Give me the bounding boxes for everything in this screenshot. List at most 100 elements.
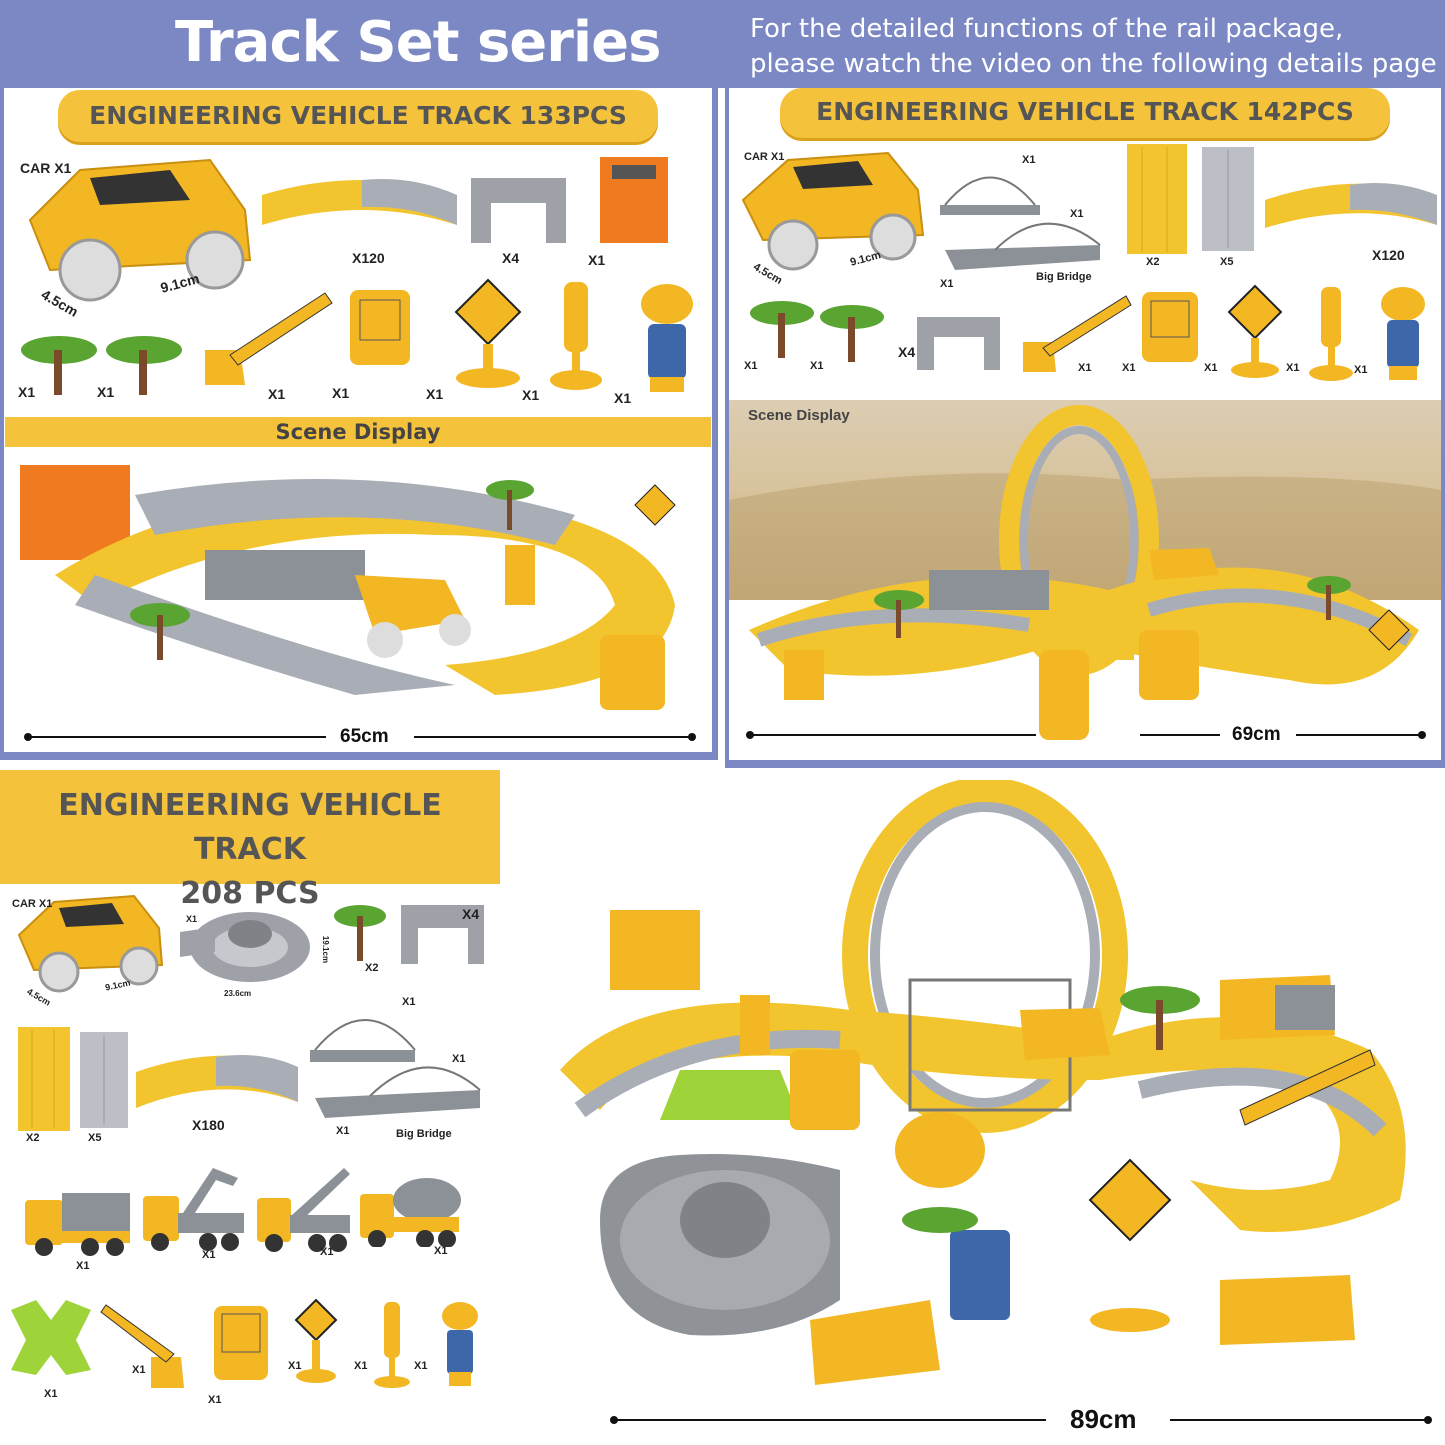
scene-133-image	[20, 465, 676, 710]
palm-trees-image	[21, 336, 182, 395]
measure-dot	[1418, 731, 1426, 739]
header-note-line-2: please watch the video on the following …	[750, 49, 1437, 79]
measure-line-left-133	[28, 736, 326, 738]
barrier-qty: X1	[1078, 362, 1092, 374]
panel-208-title-line-2: 208 PCS	[180, 876, 320, 911]
turntable-width-label: 23.6cm	[224, 989, 252, 998]
bridge-top-qty: X1	[1022, 154, 1036, 166]
toy-car-image	[741, 151, 925, 271]
scene-display-bar: Scene Display	[5, 417, 711, 447]
light-qty: X1	[354, 1360, 368, 1372]
tracks-qty: X180	[192, 1117, 225, 1133]
dump-truck-image	[25, 1193, 130, 1256]
panel-208-title-line-1: ENGINEERING VEHICLE TRACK	[58, 788, 442, 867]
bridge-mid-qty: X1	[452, 1053, 466, 1065]
measure-line-left-142	[750, 734, 1036, 736]
loop-qty: X2	[1146, 256, 1160, 268]
ramps-qty: X4	[898, 344, 916, 360]
bridge-bottom-qty: X1	[940, 278, 954, 290]
light-qty: X1	[522, 387, 540, 403]
loop-qty: X2	[26, 1132, 40, 1144]
measure-line-right-208	[1170, 1419, 1428, 1421]
board-qty: X1	[1122, 362, 1136, 374]
info-board-image	[350, 290, 410, 365]
trees-qty: X2	[365, 962, 379, 974]
measure-dot	[610, 1416, 618, 1424]
measure-dot	[24, 733, 32, 741]
measure-line-mid-142	[1140, 734, 1220, 736]
traffic-light-image	[374, 1302, 410, 1388]
toy-car-image	[17, 894, 164, 993]
big-bridge-image	[940, 176, 1101, 270]
worker-figure-image	[442, 1302, 478, 1386]
measure-dot	[688, 733, 696, 741]
sign-qty: X1	[288, 1360, 302, 1372]
car-label: CAR X1	[20, 160, 72, 176]
truck-3-qty: X1	[320, 1246, 334, 1258]
worker-figure-image	[641, 284, 693, 392]
tree-1-qty: X1	[744, 360, 758, 372]
board-qty: X1	[208, 1394, 222, 1406]
crane-truck-image	[257, 1168, 350, 1252]
scene-142-image	[729, 405, 1441, 750]
traffic-light-image	[1309, 287, 1353, 381]
scene-display-label: Scene Display	[748, 407, 850, 424]
traffic-light-image	[550, 282, 602, 390]
flexible-track-image	[1265, 182, 1437, 228]
big-bridge-image	[310, 1019, 481, 1118]
palm-trees-image	[750, 301, 884, 362]
straight-track-image	[1202, 147, 1254, 251]
measure-dot	[1424, 1416, 1432, 1424]
car-label: CAR X1	[12, 898, 53, 910]
truck-1-qty: X1	[76, 1260, 90, 1272]
road-sign-image	[454, 278, 522, 388]
tracks-qty: X120	[352, 250, 385, 266]
mixer-truck-image	[360, 1178, 461, 1247]
junction-qty: X1	[44, 1388, 58, 1400]
straight-track-image	[80, 1032, 128, 1128]
bridge-label: Big Bridge	[396, 1128, 452, 1140]
ramp-image	[917, 317, 1000, 370]
bridge-mid-qty: X1	[1070, 208, 1084, 220]
barrier-gate-image	[100, 1304, 184, 1388]
info-board-image	[1142, 292, 1198, 362]
measure-line-right-133	[414, 736, 692, 738]
barrier-gate-image	[1023, 295, 1132, 372]
panel-142-title: ENGINEERING VEHICLE TRACK 142PCS	[780, 88, 1390, 138]
tracks-qty: X120	[1372, 247, 1405, 263]
barrier-gate-image	[205, 292, 333, 385]
header-banner: Track Set series For the detailed functi…	[0, 0, 1445, 88]
scene-208-image	[560, 780, 1406, 1385]
barrier-qty: X1	[132, 1364, 146, 1376]
page-title: Track Set series	[175, 10, 661, 75]
worker-qty: X1	[414, 1360, 428, 1372]
track-junction-image	[11, 1300, 91, 1375]
straight-qty: X5	[88, 1132, 102, 1144]
palm-tree-image	[334, 905, 386, 961]
worker-qty: X1	[1354, 364, 1368, 376]
header-note: For the detailed functions of the rail p…	[750, 12, 1440, 82]
measure-line-right-142	[1296, 734, 1422, 736]
worker-qty: X1	[614, 390, 632, 406]
ramp-image	[401, 905, 484, 964]
loop-track-image	[18, 1027, 70, 1131]
gate-qty: X1	[588, 252, 606, 268]
truck-4-qty: X1	[434, 1245, 448, 1257]
light-qty: X1	[1286, 362, 1300, 374]
flexible-track-image	[262, 179, 457, 225]
truck-2-qty: X1	[202, 1249, 216, 1261]
size-142: 69cm	[1232, 724, 1281, 745]
tree-2-qty: X1	[97, 384, 115, 400]
sign-qty: X1	[1204, 362, 1218, 374]
ramps-qty: X4	[502, 250, 520, 266]
sign-qty: X1	[426, 386, 444, 402]
size-133: 65cm	[340, 726, 389, 747]
bridge-top-qty: X1	[402, 996, 416, 1008]
ramp-image	[471, 178, 566, 243]
road-sign-image	[1227, 284, 1283, 378]
tree-1-qty: X1	[18, 384, 36, 400]
loop-track-image	[1127, 144, 1187, 254]
size-208: 89cm	[1070, 1404, 1137, 1434]
turntable-qty: X1	[186, 914, 198, 924]
road-sign-image	[294, 1298, 338, 1383]
